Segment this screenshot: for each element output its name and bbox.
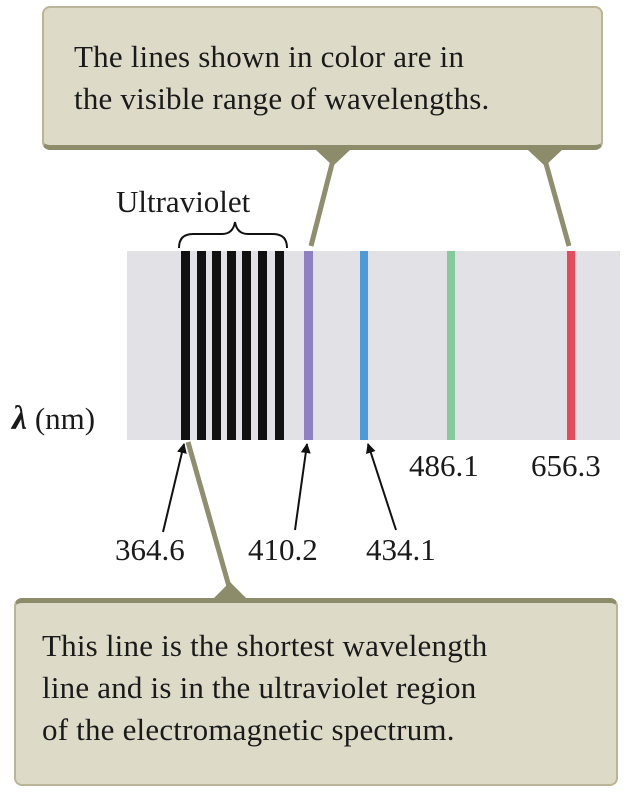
ultraviolet-label: Ultraviolet (116, 184, 251, 219)
shortest-callout-line-3: of the electromagnetic spectrum. (42, 712, 455, 747)
visible-line-434-1 (360, 251, 368, 440)
uv-line-364-6 (181, 251, 190, 440)
wavelength-axis-label: λ (nm) (12, 402, 95, 436)
axis-unit: (nm) (34, 401, 96, 436)
visible-line-656-3 (567, 251, 575, 440)
shortest-callout-line-2: line and is in the ultraviolet region (42, 670, 477, 705)
bottom-callout-leader (185, 441, 233, 591)
ultraviolet-brace (178, 221, 288, 249)
wavelength-label-656-3: 656.3 (531, 448, 601, 483)
uv-line-2 (197, 251, 206, 440)
wavelength-label-486-1: 486.1 (409, 448, 479, 483)
shortest-callout-line-1: This line is the shortest wavelength (42, 628, 488, 663)
uv-line-6 (258, 251, 267, 440)
uv-line-3 (212, 251, 221, 440)
visible-callout-line-1: The lines shown in color are in (74, 39, 465, 74)
visible-callout-line-2: the visible range of wavelengths. (74, 81, 490, 116)
spectrum-band (127, 251, 620, 440)
top-callout-pointer-left (316, 150, 350, 166)
lambda-symbol: λ (12, 400, 28, 437)
arrow-434-1 (366, 443, 397, 531)
shortest-wavelength-callout: This line is the shortest wavelength lin… (14, 598, 618, 786)
wavelength-label-434-1: 434.1 (366, 532, 436, 567)
bottom-callout-pointer (212, 582, 248, 600)
wavelength-label-364-6: 364.6 (115, 532, 185, 567)
top-callout-pointer-right (528, 150, 562, 166)
top-callout-leader-right (542, 159, 572, 247)
arrow-410-2 (294, 443, 311, 531)
top-callout-leader-left (308, 159, 336, 247)
uv-line-7 (275, 251, 284, 440)
visible-line-410-2 (304, 251, 313, 440)
arrow-364-6 (162, 443, 187, 533)
uv-line-4 (227, 251, 236, 440)
visible-line-486-1 (447, 251, 455, 440)
uv-line-5 (242, 251, 251, 440)
wavelength-label-410-2: 410.2 (248, 532, 318, 567)
visible-range-callout: The lines shown in color are in the visi… (42, 6, 603, 150)
